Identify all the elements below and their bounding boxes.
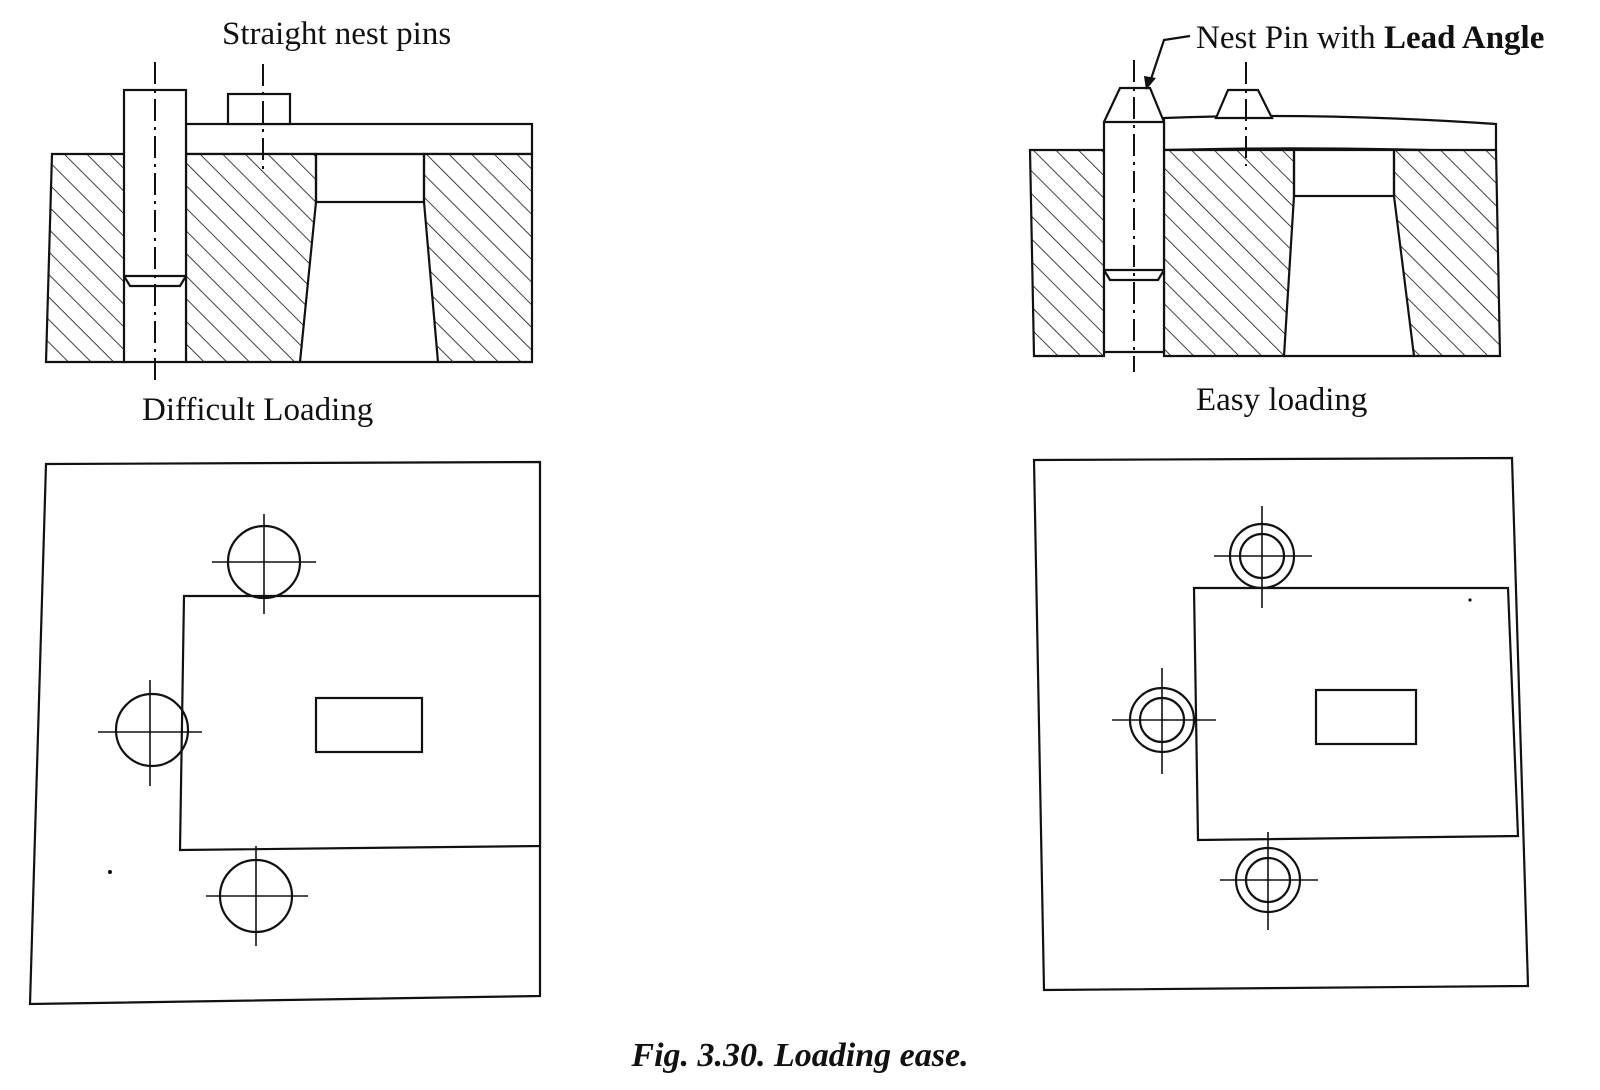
label-nest-pin-lead-angle: Nest Pin with Lead Angle xyxy=(1196,20,1544,56)
die-opening-top xyxy=(1292,148,1396,198)
base-block-left xyxy=(1028,148,1106,358)
base-block-right xyxy=(422,152,534,364)
die-opening xyxy=(314,696,424,754)
lead-angle-pin-section-view xyxy=(1028,34,1502,372)
base-block-middle xyxy=(1162,148,1296,358)
label-leader xyxy=(1148,34,1191,83)
label-easy-loading: Easy loading xyxy=(1196,382,1367,418)
die-opening-top xyxy=(314,152,426,204)
label-difficult-loading: Difficult Loading xyxy=(142,392,373,428)
workpiece-plate xyxy=(1192,586,1520,842)
base-block-left xyxy=(44,152,128,364)
label-straight-nest-pins: Straight nest pins xyxy=(222,16,451,52)
straight-pin-left xyxy=(98,680,202,786)
figure-caption: Fig. 3.30. Loading ease. xyxy=(630,1037,968,1074)
base-plate xyxy=(28,460,542,1006)
lead-angle-pin-bottom xyxy=(1220,832,1318,930)
workpiece-strip-curved xyxy=(1162,114,1498,154)
straight-pin-top xyxy=(212,514,316,614)
difficult-loading-plan-view xyxy=(28,460,542,1006)
workpiece-plate xyxy=(178,594,542,852)
workpiece-strip xyxy=(184,122,534,156)
lead-angle-pin-top xyxy=(1214,506,1312,608)
straight-pin-bottom xyxy=(206,846,308,946)
lead-angle-pin-stub xyxy=(1214,88,1274,120)
easy-loading-plan-view xyxy=(1032,456,1530,992)
base-plate xyxy=(1032,456,1530,992)
straight-pin-stub xyxy=(226,92,292,126)
label-nest-pin-prefix: Nest Pin with xyxy=(1196,20,1384,56)
straight-pin-section-view xyxy=(44,62,534,382)
die-opening xyxy=(1314,688,1418,746)
label-lead-angle: Lead Angle xyxy=(1384,20,1544,56)
lead-angle-pin-left xyxy=(1112,668,1216,774)
base-block-middle xyxy=(184,152,318,364)
base-block-right xyxy=(1392,148,1502,358)
